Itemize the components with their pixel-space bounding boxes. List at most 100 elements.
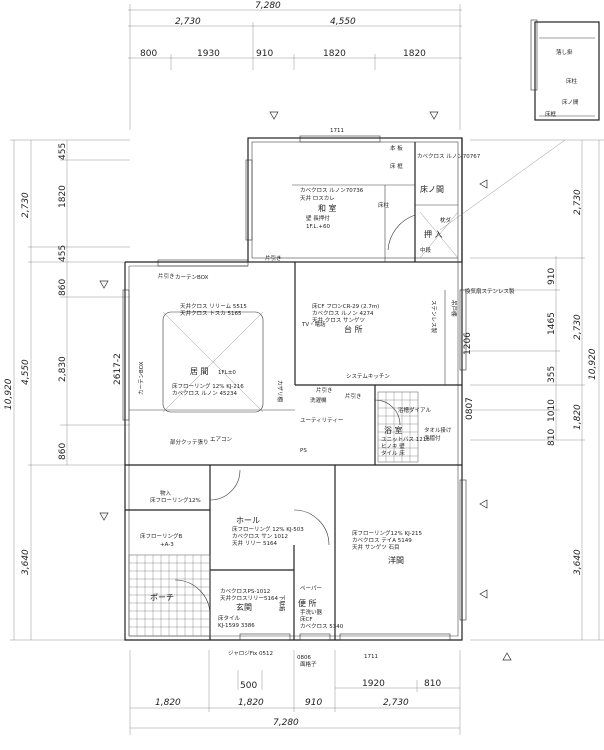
note: 天井 クロス サンゲツ	[312, 316, 365, 324]
note: ペーパー	[300, 585, 322, 592]
note: 床タイル	[218, 614, 241, 622]
window-label: 面格子	[300, 660, 317, 668]
note: +A-3	[160, 542, 174, 548]
window-label: 0807	[465, 397, 475, 420]
dim-top-seg: 910	[256, 49, 273, 59]
note: 2617-2	[113, 353, 123, 385]
note: 床 框	[390, 162, 403, 170]
dim-left-seg: 2,730	[21, 192, 31, 218]
note: 枕ダ	[440, 216, 452, 224]
dim-top-overall: 7,280	[255, 1, 281, 11]
window-label: 1711	[330, 128, 344, 134]
room-name: 和 室	[318, 203, 337, 213]
dim-bottom-seg: 1920	[362, 679, 385, 689]
note: カベクロスPS-1012	[220, 588, 270, 595]
dim-left-seg: 4,550	[21, 359, 31, 385]
dim-bottom-seg: 1,820	[238, 698, 264, 708]
dim-right-seg: 1,820	[573, 404, 583, 430]
note: 天井クロスリリー5164	[220, 594, 278, 602]
note: カベクロス ルノン70736	[300, 187, 364, 194]
room-washitsu: カベクロス ルノン70736 天井 ロスカレ 和 室 壁 長押付 1F.L.+6…	[265, 128, 481, 262]
note: ヒノキ 壁	[381, 442, 405, 450]
note: ステンレス製	[430, 300, 438, 334]
window-label: ジャロジFix 0512	[228, 651, 273, 657]
note: 換気扇ステンレス製	[465, 287, 515, 295]
room-name: 床ノ間	[420, 184, 444, 194]
dim-right-seg: 1465	[547, 312, 557, 335]
dim-right-seg: 2,730	[573, 189, 583, 215]
note: システムキッチン	[346, 373, 390, 380]
dim-top-seg: 1820	[403, 49, 426, 59]
room-name: 押 入	[424, 229, 443, 239]
note: カベクロス 5340	[300, 623, 344, 630]
note: 1FL±0	[218, 370, 236, 376]
note: カーテンBOX	[175, 274, 209, 281]
note: 天井 サンゲツ 石目	[352, 543, 400, 551]
note: 床CF フロンCR-29 (2.7m)	[312, 302, 379, 310]
porch-tile-hatch	[128, 391, 419, 637]
note: ユニットバス 1216	[381, 436, 430, 443]
tokonoma-detail: 落し掛 床柱 床ノ間 床框	[439, 19, 600, 231]
note: 1F.L.+60	[306, 224, 330, 230]
note: 天井 ロスカレ	[300, 194, 335, 202]
room-name: 下駄箱	[278, 595, 286, 612]
dim-right-seg: 1010	[547, 399, 557, 422]
room-kitchen: 床CF フロンCR-29 (2.7m) カベクロス ルノン 4274 天井 クロ…	[301, 287, 515, 380]
dim-left-seg: 455	[58, 245, 68, 262]
dim-top-seg: 800	[140, 49, 157, 59]
dim-right-seg: 3,640	[573, 549, 583, 575]
note: 天井 リリー 5164	[232, 539, 277, 547]
note: 床柱	[378, 201, 390, 209]
note: KJ-1599 3386	[218, 623, 255, 629]
right-dimensions: 10,920 2,730 2,730 1,820 3,640 910 1465 …	[470, 139, 604, 641]
dim-right-seg: 910	[547, 268, 557, 285]
window-label: 1206	[463, 332, 473, 355]
detail-label: 床框	[545, 110, 557, 118]
dim-right-seg: 810	[547, 429, 557, 446]
note: カベクロス ルノン 4274	[312, 310, 374, 317]
dim-top-left: 2,730	[175, 17, 201, 27]
top-dimensions: 7,280 2,730 4,550 800 1930 910 1820 1820	[128, 1, 462, 130]
note: 吊戸棚	[450, 300, 458, 317]
window-label: 1711	[364, 654, 378, 660]
note: 床フローリング12%	[150, 496, 201, 504]
note: 中段	[420, 246, 432, 254]
detail-label: 床柱	[566, 77, 578, 85]
dim-bottom-seg: 910	[305, 698, 322, 708]
dim-top-right: 4,550	[330, 17, 356, 27]
dim-left-overall: 10,920	[4, 378, 14, 410]
room-utility-bath: 片引き 洗濯機 ユーティリティー PS 0807 浴 室 ユニットバス 1216…	[300, 392, 475, 457]
windows	[122, 135, 467, 641]
note: カーテンBOX	[138, 361, 145, 395]
room-name: 玄関	[236, 602, 252, 612]
note: 床フローリングB	[140, 532, 183, 540]
dim-left-seg: 860	[58, 443, 68, 460]
room-name: 便 所	[298, 598, 317, 608]
room-name: 浴 室	[384, 425, 403, 435]
note: エアコン	[210, 436, 233, 443]
room-living: 天井クロス リリーム 5515 天井クロス トスカ 5165 居 間 1FL±0…	[113, 272, 284, 446]
room-name: ホール	[236, 516, 260, 525]
note: カベクロス テイA 5149	[352, 537, 412, 544]
dim-left-seg: 455	[58, 143, 68, 160]
window-label: 0806	[297, 655, 311, 661]
note: 床フローリング 12% KJ-216	[172, 382, 244, 390]
dim-bottom-seg: 500	[240, 681, 257, 691]
room-name: 洋間	[388, 555, 404, 565]
note: カベクロス ルノン 45234	[172, 390, 237, 397]
door-label: 片引き	[265, 254, 282, 262]
room-lower: ホール 床フローリング 12% KJ-503 カベクロス サン 1012 天井 …	[140, 386, 422, 668]
dim-bottom-seg: 810	[424, 679, 441, 689]
room-name: ユーティリティー	[300, 417, 343, 424]
note: 壁 長押付	[306, 214, 330, 222]
door-label: 片引き	[316, 386, 333, 394]
note: カザリ棚	[276, 380, 284, 403]
dim-bottom-seg: 1,820	[155, 698, 181, 708]
note: タイル 床	[381, 449, 405, 457]
dim-top-seg: 1820	[323, 49, 346, 59]
note: 天井クロス トスカ 5165	[180, 309, 242, 317]
note: TV・電話	[301, 320, 326, 328]
room-name: 台 所	[344, 324, 363, 334]
left-dimensions: 10,920 2,730 4,550 3,640 455 1820 455 86…	[4, 139, 130, 641]
